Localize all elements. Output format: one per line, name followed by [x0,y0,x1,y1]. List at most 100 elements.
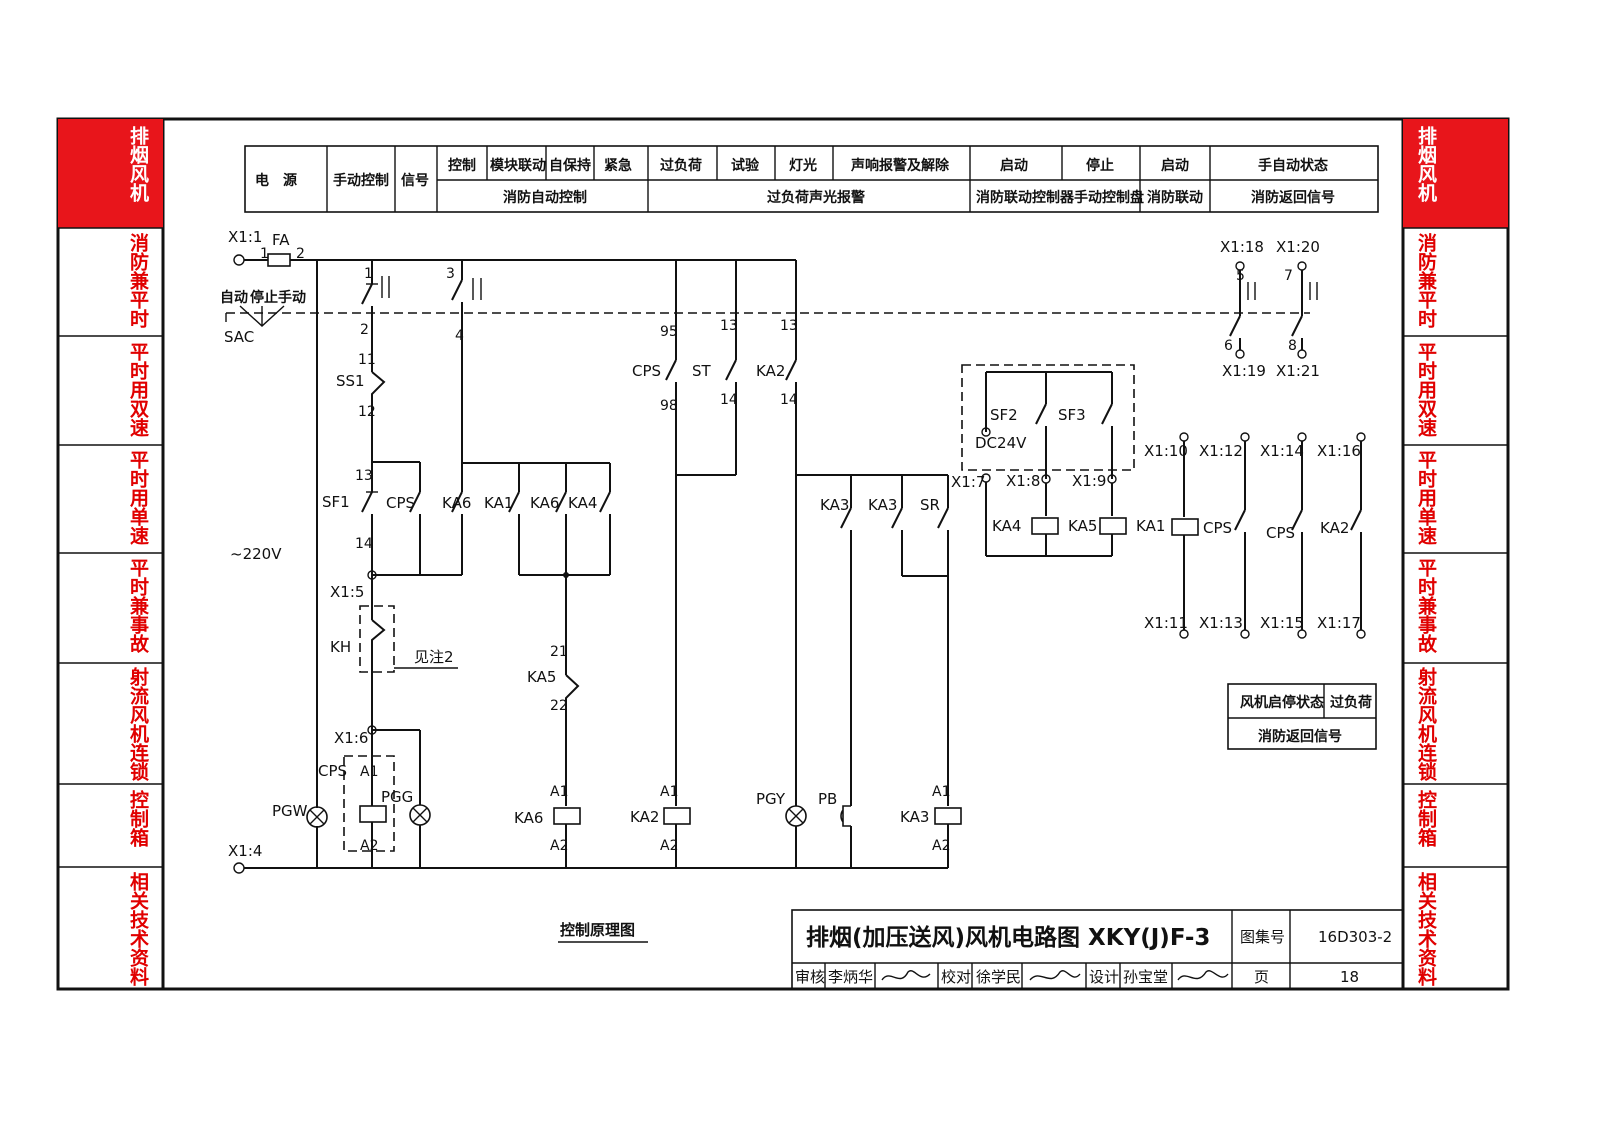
pin-label: 12 [358,404,376,420]
pin-label: 5 [1236,268,1245,284]
device-label: SS1 [336,372,365,390]
device-label: CPS [386,494,415,512]
pin-label: A2 [660,838,678,854]
relay-coils-ka4-ka5: KA4 KA5 [981,473,1127,557]
pin-label: 2 [360,322,369,338]
pin-label: A2 [360,838,378,854]
selector-label: SAC [224,328,254,346]
coil-ka5 [1099,517,1127,535]
device-label: PB [818,790,837,808]
sidebar-active-bg [58,119,163,228]
terminal-label: X1:6 [334,729,368,747]
device-label: PGW [272,802,308,820]
review-label: 审核 [795,968,825,986]
pin-label: 2 [296,246,305,262]
sidebar-active-bg [1403,119,1508,228]
reviewer-signature [881,970,931,981]
voltage-label: ~220V [230,545,282,563]
header-group-cell: 消防联动控制器手动控制盘 [976,189,1144,206]
device-label: KA5 [1068,517,1097,535]
fuse-fa [267,253,291,267]
pin-label: 13 [720,318,738,334]
sidebar-item-dual-speed-right[interactable]: 平时用双速 [1415,342,1437,438]
dc24v-panel: SF2 DC24V SF3 X1:8 X1:9 [961,364,1135,490]
page-number: 18 [1340,968,1359,986]
header-cell: 模块联动 [490,157,546,174]
terminal-label: X1:16 [1317,442,1361,460]
sidebar-item-emergency[interactable]: 平时兼事故 [127,558,149,654]
header-cell: 自保持 [549,157,591,174]
pin-label: A1 [932,784,950,800]
header-cell: 试验 [731,157,760,174]
terminal-label: X1:1 [228,228,262,246]
sidebar-item-emergency-right[interactable]: 平时兼事故 [1415,558,1437,654]
sidebar-item-jet-fan[interactable]: 射流风机连锁 [127,666,150,782]
device-label: FA [272,231,290,249]
ka6-coil-branch: KA5 21 22 KA6 A1 A2 [514,575,581,868]
device-label: DC24V [975,434,1027,452]
header-cell: 电 源 [255,172,297,189]
sidebar-item-smoke-fan-right[interactable]: 排烟风机 [1415,125,1437,203]
pin-label: A1 [660,784,678,800]
selector-position-auto: 自动 [220,289,248,306]
checker-signature [1029,970,1081,981]
sidebar-item-jet-fan-right[interactable]: 射流风机连锁 [1415,666,1438,782]
atlas-number: 16D303-2 [1318,928,1392,946]
sidebar-item-label: 射流风机连锁 [127,666,150,782]
selector-position-manual: 手动 [278,289,306,306]
terminal-label: X1:19 [1222,362,1266,380]
right-sidebar: 排烟风机 消防兼平时 平时用双速 平时用单速 平时兼事故 射流风机连锁 控制箱 … [1403,119,1508,987]
sidebar-item-tech-docs-right[interactable]: 相关技术资料 [1415,872,1437,987]
header-cell: 灯光 [789,157,817,174]
signal-table: 风机启停状态 过负荷 消防返回信号 [1227,683,1377,750]
designer-name: 孙宝堂 [1123,968,1168,986]
header-cell: 信号 [401,172,429,189]
seal-in-contacts: CPS KA6 [367,461,471,580]
sidebar-item-single-speed-right[interactable]: 平时用单速 [1415,450,1437,546]
device-label: KA6 [514,809,543,827]
sidebar-item-label: 射流风机连锁 [1415,666,1438,782]
terminal-label: X1:10 [1144,442,1188,460]
sidebar-item-single-speed[interactable]: 平时用单速 [127,450,149,546]
header-cell: 启动 [1161,157,1189,174]
device-label: CPS [1266,524,1295,542]
pin-label: 8 [1288,338,1297,354]
terminal-label: X1:17 [1317,614,1361,632]
selector-switch-sac[interactable]: 自动 停止 手动 SAC [220,289,306,346]
sidebar-item-dual-speed[interactable]: 平时用双速 [127,342,149,438]
header-group-cell: 过负荷声光报警 [767,189,865,206]
sidebar-item-label: 控制箱 [127,789,149,848]
device-label: KA6 [442,494,471,512]
device-label: KA5 [527,668,556,686]
buzzer-pb [840,805,851,827]
device-label: ST [692,362,712,380]
sidebar-item-tech-docs[interactable]: 相关技术资料 [127,872,149,987]
sidebar-item-label: 相关技术资料 [1415,872,1437,987]
terminal-label: X1:12 [1199,442,1243,460]
terminal-label: X1:9 [1072,472,1106,490]
sidebar-item-fire-normal[interactable]: 消防兼平时 [127,232,149,328]
terminal-label: X1:7 [951,473,985,491]
header-cell: 控制 [448,157,476,174]
sidebar-item-control-box-right[interactable]: 控制箱 [1415,789,1437,848]
sidebar-item-label: 消防兼平时 [1415,232,1437,328]
header-group-cell: 消防自动控制 [503,189,587,206]
coil-ka2 [663,807,691,825]
thermal-relay-kh: X1:5 见注2 KH X1:6 [330,575,458,747]
sidebar-item-control-box[interactable]: 控制箱 [127,789,149,848]
pin-label: 13 [780,318,798,334]
device-label: KH [330,638,351,656]
pin-label: 7 [1284,268,1293,284]
sidebar-item-label: 排烟风机 [127,125,149,203]
pin-label: 11 [358,352,376,368]
inner-frame [161,117,1405,991]
device-label: KA1 [484,494,513,512]
header-group-cell: 消防联动 [1147,189,1203,206]
signal-cell: 消防返回信号 [1258,728,1342,745]
sidebar-item-label: 平时用双速 [127,342,149,438]
terminal-label: X1:20 [1276,238,1320,256]
device-label: SR [920,496,940,514]
sidebar-item-smoke-fan[interactable]: 排烟风机 [127,125,149,203]
sidebar-item-fire-normal-right[interactable]: 消防兼平时 [1415,232,1437,328]
sidebar-item-label: 排烟风机 [1415,125,1437,203]
